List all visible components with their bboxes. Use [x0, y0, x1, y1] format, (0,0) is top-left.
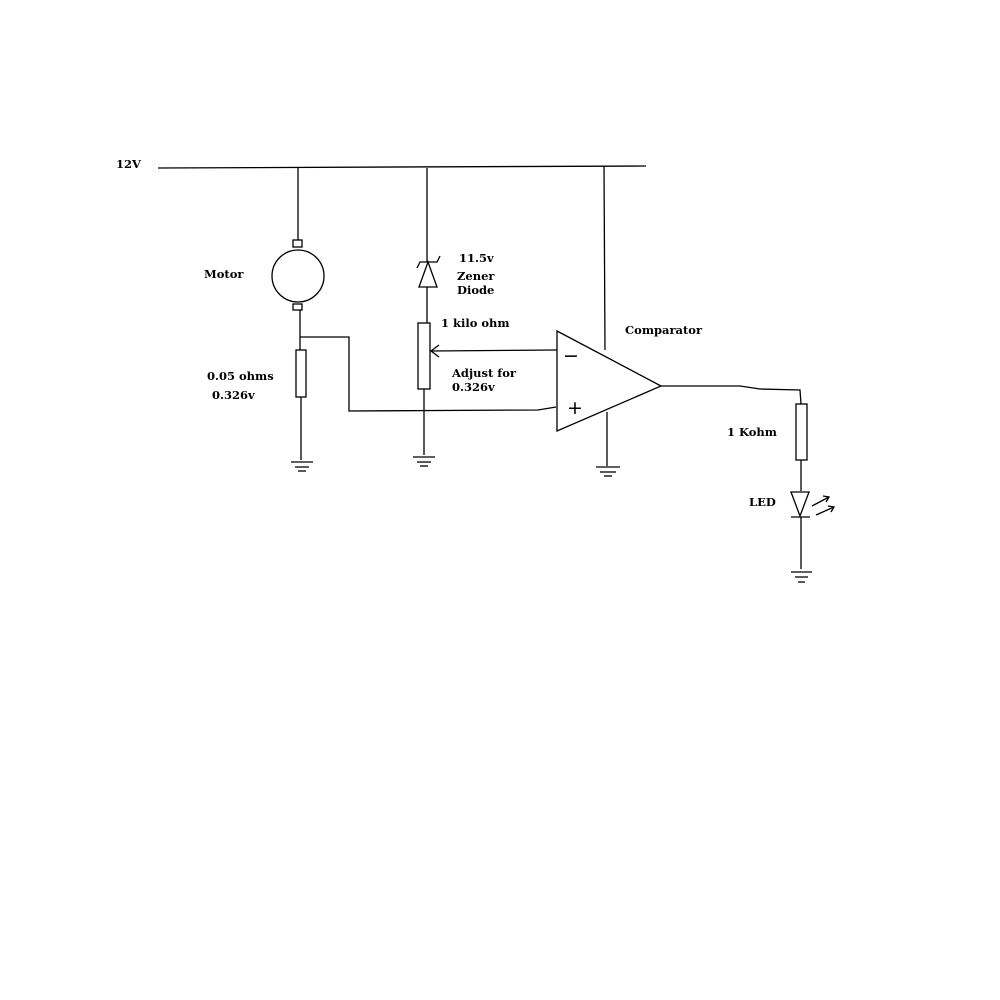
led-light-ray-2 — [815, 506, 835, 516]
output-wire — [661, 385, 802, 405]
motor-terminal-bottom — [292, 303, 303, 311]
potentiometer: 1 kilo ohm Adjust for 0.326v — [417, 316, 558, 455]
shunt-value-label: 0.05 ohms — [207, 369, 274, 383]
supply-rail: 12V — [116, 157, 647, 171]
zener-diode-triangle — [418, 260, 438, 288]
sense-wire — [300, 336, 557, 412]
led: LED — [749, 491, 836, 569]
non-inverting-input-sign: + — [567, 397, 583, 419]
shunt-resistor-body — [295, 349, 307, 398]
zener-name-label-1: Zener — [457, 269, 495, 283]
led-ray-arrow-1 — [822, 495, 831, 503]
led-resistor-body — [795, 403, 808, 461]
comparator-label: Comparator — [625, 323, 703, 337]
shunt-resistor: 0.05 ohms 0.326v — [207, 349, 307, 460]
comparator-triangle — [556, 329, 663, 432]
motor-symbol — [271, 249, 325, 303]
zener-value-label: 11.5v — [459, 251, 494, 265]
motor-terminal-top — [292, 239, 303, 248]
led-triangle — [790, 491, 810, 518]
ground-symbol-comparator — [596, 466, 620, 477]
wiper-wire — [430, 349, 558, 352]
led-ray-arrow-2 — [827, 505, 836, 513]
led-resistor-label: 1 Kohm — [727, 425, 777, 439]
adjust-label-2: 0.326v — [452, 380, 495, 394]
shunt-voltage-label: 0.326v — [212, 388, 255, 402]
potentiometer-body — [417, 322, 431, 390]
motor-branch: Motor — [204, 168, 325, 350]
zener-name-label-2: Diode — [457, 283, 494, 297]
comparator-supply-wire — [603, 165, 606, 351]
adjust-label-1: Adjust for — [451, 366, 517, 380]
output-branch: 1 Kohm — [661, 385, 808, 491]
led-label: LED — [749, 495, 776, 509]
ground-symbol-shunt — [291, 461, 313, 472]
ground-symbol-led — [791, 571, 812, 583]
motor-label: Motor — [204, 267, 244, 281]
comparator: − + Comparator — [556, 165, 703, 466]
wiper-arrow — [429, 344, 440, 358]
ground-symbol-pot — [413, 456, 435, 467]
zener-diode-bar — [416, 255, 441, 269]
supply-voltage-label: 12V — [116, 157, 142, 171]
inverting-input-sign: − — [563, 345, 579, 367]
led-light-ray-1 — [811, 496, 830, 507]
potentiometer-label: 1 kilo ohm — [441, 316, 510, 330]
reference-branch: 11.5v Zener Diode — [416, 168, 495, 323]
